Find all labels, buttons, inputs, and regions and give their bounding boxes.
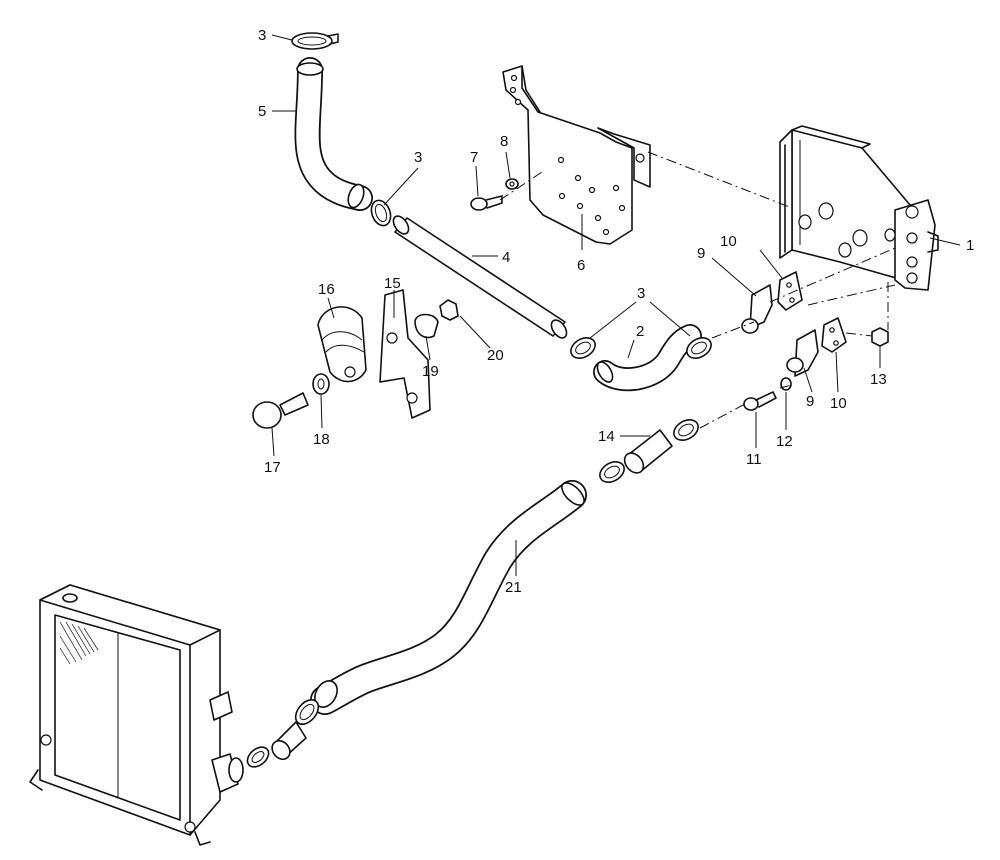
callout-19: 19 [422,363,439,380]
callout-5: 5 [258,103,266,120]
part-2-elbow-hose[interactable] [593,324,702,392]
part-18-washer[interactable] [312,373,330,395]
part-1-oil-cooler[interactable] [779,125,939,291]
part-3-clamp-hose-end[interactable] [291,695,323,728]
part-3-clamp-lower-left[interactable] [596,458,628,487]
callout-3-upper: 3 [414,149,422,166]
callout-labels: 1 2 3 3 3 4 5 6 7 8 9 9 10 10 11 12 13 1… [258,27,974,596]
leader-lines [271,34,961,576]
part-3-clamp-upper-right[interactable] [368,198,394,229]
callout-17: 17 [264,459,281,476]
part-15-mount-plate[interactable] [379,289,431,419]
callout-3-middle: 3 [637,285,645,302]
callout-6: 6 [577,257,585,274]
callout-15: 15 [384,275,401,292]
callout-12: 12 [776,433,793,450]
part-3-clamp-top[interactable] [291,32,339,50]
callout-9-lower: 9 [806,393,814,410]
callout-8: 8 [500,133,508,150]
callout-21: 21 [505,579,522,596]
part-5-upper-hose[interactable] [294,57,373,211]
part-4-pipe[interactable] [390,213,569,340]
part-10-gasket-lower[interactable] [821,317,847,353]
part-16-insulator[interactable] [317,306,367,383]
radiator-grille-hatch [59,621,99,665]
part-3-clamp-left[interactable] [567,334,599,363]
part-12-washer[interactable] [780,377,792,391]
part-9-flange-upper[interactable] [741,284,773,334]
callout-11: 11 [746,451,762,468]
callout-2: 2 [636,323,644,340]
callout-7: 7 [470,149,478,166]
callout-10-upper: 10 [720,233,737,250]
part-9-flange-lower[interactable] [786,329,819,377]
callout-9-upper: 9 [697,245,705,262]
part-11-bolt[interactable] [743,391,777,411]
callout-10-lower: 10 [830,395,847,412]
callout-14: 14 [598,428,615,445]
callout-20: 20 [487,347,504,364]
part-21-long-hose[interactable] [310,479,588,715]
assembly-lines [499,151,896,429]
radiator[interactable] [29,584,244,846]
part-19-clip[interactable] [414,313,439,339]
callout-13: 13 [870,371,887,388]
part-17-bolt[interactable] [252,392,309,429]
callout-18: 18 [313,431,330,448]
part-14-connector[interactable] [621,429,673,477]
part-10-gasket-upper[interactable] [777,271,803,311]
part-7-bolt[interactable] [470,195,503,211]
part-20-nut[interactable] [439,299,459,321]
radiator-connector[interactable] [268,721,307,763]
callout-4: 4 [502,249,510,266]
callout-3-top: 3 [258,27,266,44]
part-8-washer[interactable] [505,178,519,190]
radiator-clamp[interactable] [244,743,273,771]
callout-16: 16 [318,281,335,298]
part-6-bracket[interactable] [502,65,651,245]
part-13-nut[interactable] [871,327,889,347]
part-3-clamp-right[interactable] [683,334,715,363]
callout-1: 1 [966,237,974,254]
part-3-clamp-lower-right[interactable] [670,416,702,445]
